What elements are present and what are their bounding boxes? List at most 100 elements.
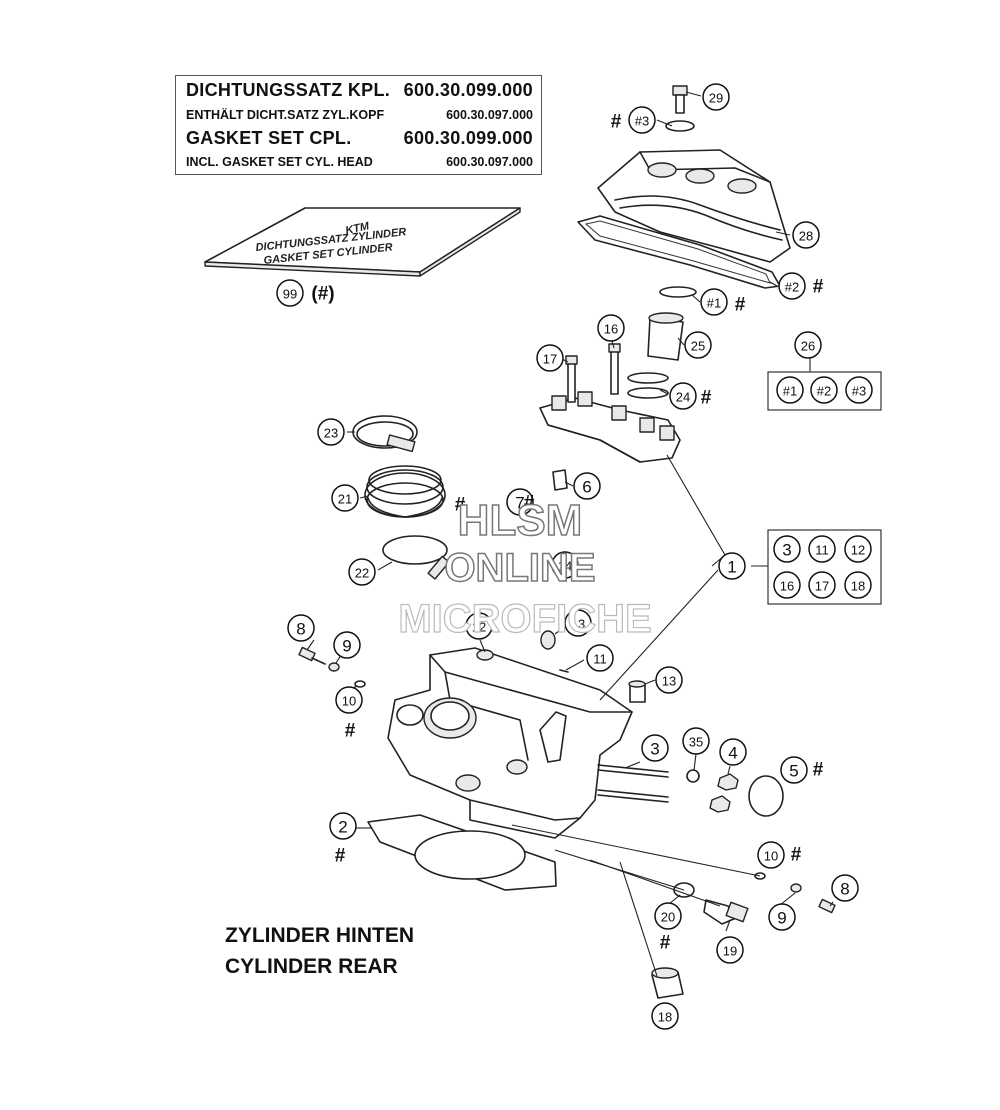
gasket-set-header-box: DICHTUNGSSATZ KPL. 600.30.099.000 ENTHÄL… xyxy=(175,75,542,175)
callout-label: 3 xyxy=(782,541,791,560)
temp-sensor xyxy=(673,882,749,925)
callout-26: 26 xyxy=(794,331,822,359)
callout-12: 12 xyxy=(844,535,872,563)
leader-22 xyxy=(377,561,393,571)
callout-10: 10 xyxy=(335,686,363,714)
callout-circle xyxy=(597,314,625,342)
leader-lines xyxy=(306,91,834,977)
leader-13-right xyxy=(644,679,656,685)
callout-label: 20 xyxy=(661,910,675,925)
cover-screw xyxy=(665,85,695,132)
callout-circle xyxy=(682,727,710,755)
header-line-2-number: 600.30.097.000 xyxy=(446,108,533,122)
callout-16: 16 xyxy=(773,571,801,599)
clamp-22-screw xyxy=(427,555,450,580)
bushing-6-body xyxy=(552,469,568,491)
caption-german: ZYLINDER HINTEN xyxy=(225,924,414,947)
leader-10-right xyxy=(511,824,761,877)
callout-circle xyxy=(845,376,873,404)
callout-3: 3 xyxy=(641,734,669,762)
callout-circle xyxy=(768,903,796,931)
cover-screw-head xyxy=(672,85,688,96)
callout-circle xyxy=(573,472,601,500)
sleeve-body xyxy=(647,317,684,361)
watermark-line-2: ONLINE xyxy=(444,545,597,591)
callout-35: 35 xyxy=(682,727,710,755)
callout-8: 8 xyxy=(287,614,315,642)
callout-25: 25 xyxy=(684,331,712,359)
carrier-block-3 xyxy=(611,405,627,421)
callout-3: 3 xyxy=(773,535,801,563)
carrier-lower-edge xyxy=(547,424,641,463)
valve-cover-gasket-inner xyxy=(584,220,771,284)
callout-label: #2 xyxy=(817,384,831,399)
temp-sensor-body xyxy=(703,899,737,925)
sensor-8-left-head xyxy=(298,646,316,662)
callout-label: 26 xyxy=(801,339,815,354)
callout-label: 9 xyxy=(777,909,786,928)
gasket-set-hash-mark: # xyxy=(735,295,746,316)
callout-label: 14 xyxy=(558,559,572,574)
bolt-16 xyxy=(610,349,619,395)
callout-circle xyxy=(317,418,345,446)
callout-label: 18 xyxy=(658,1010,672,1025)
boot-rib-1 xyxy=(366,469,444,505)
callout-circle xyxy=(465,612,493,640)
valve-cover-port-2 xyxy=(685,168,715,184)
callout-11: 11 xyxy=(586,644,614,672)
callout-circle xyxy=(757,841,785,869)
sleeve-o-ring-2 xyxy=(627,387,669,399)
callout-label: 24 xyxy=(676,390,690,405)
leader-9-right xyxy=(779,892,796,906)
callout-label: 99 xyxy=(283,287,297,302)
gasket-set-hash-mark: # xyxy=(611,112,622,133)
callout-12: 12 xyxy=(465,612,493,640)
ktm-logo: KTM xyxy=(344,220,371,237)
leader-8-right xyxy=(829,901,834,907)
callout-label: #3 xyxy=(635,114,649,129)
callout-circle xyxy=(792,221,820,249)
nut-4-lower xyxy=(709,795,731,813)
callout-circle xyxy=(329,812,357,840)
leader-6 xyxy=(564,481,574,487)
callout-label: 9 xyxy=(342,637,351,656)
callout-set-3: #3 xyxy=(628,106,656,134)
callout-label: 22 xyxy=(355,566,369,581)
callout-circle xyxy=(333,631,361,659)
cover-screw-shank xyxy=(675,94,685,114)
callout-circle xyxy=(773,571,801,599)
callout-9: 9 xyxy=(333,631,361,659)
intake-boot xyxy=(364,465,446,518)
callout-4: 4 xyxy=(719,738,747,766)
callout-21: 21 xyxy=(331,484,359,512)
callout-label: 17 xyxy=(543,352,557,367)
callout-circle xyxy=(276,279,304,307)
callout-circle xyxy=(773,535,801,563)
callout-label: 1 xyxy=(727,558,736,577)
callout-16: 16 xyxy=(597,314,625,342)
header-line-2: ENTHÄLT DICHT.SATZ ZYL.KOPF 600.30.097.0… xyxy=(186,108,533,122)
callout-circle xyxy=(628,106,656,134)
stud-lower xyxy=(597,789,669,798)
callout-circle xyxy=(331,484,359,512)
callout-label: 13 xyxy=(571,617,585,632)
callout-label: 3 xyxy=(650,740,659,759)
gasket-set-hash-mark: # xyxy=(524,493,535,514)
leader-18 xyxy=(619,861,658,977)
callout-99: 99 xyxy=(276,279,304,307)
valve-cover-rib-2 xyxy=(619,204,783,241)
callout-circle xyxy=(654,902,682,930)
callout-circle xyxy=(776,376,804,404)
header-line-3: GASKET SET CPL. 600.30.099.000 xyxy=(186,128,533,149)
callout-circle xyxy=(808,535,836,563)
valve-cover-top-edge xyxy=(639,151,771,183)
carrier-block-5 xyxy=(659,425,675,441)
callout-17: 17 xyxy=(536,344,564,372)
studs xyxy=(597,764,669,803)
header-line-3-number: 600.30.099.000 xyxy=(403,128,533,148)
leader-20-callout xyxy=(668,894,681,905)
carrier-block-2 xyxy=(577,391,593,407)
leader-11 xyxy=(565,659,585,671)
header-line-1-number: 600.30.099.000 xyxy=(403,80,533,100)
callout-circle xyxy=(719,738,747,766)
